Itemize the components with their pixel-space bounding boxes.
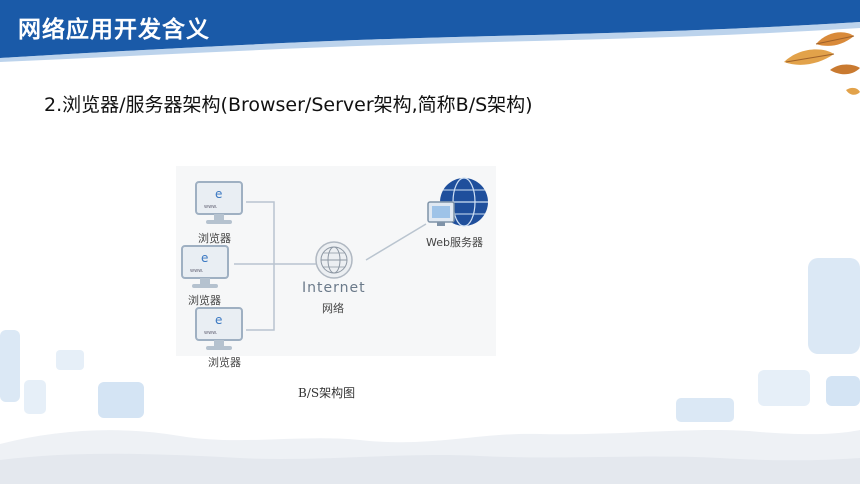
connector-bracket (246, 201, 275, 331)
svg-text:www.: www. (204, 330, 218, 336)
svg-text:e: e (215, 313, 222, 327)
svg-text:www.: www. (190, 268, 204, 274)
browser-computer-icon: e www. (195, 181, 243, 224)
svg-text:www.: www. (204, 204, 218, 210)
web-server-icon (427, 177, 488, 227)
bs-architecture-diagram: e www. 浏览器 e www. 浏览器 e www. 浏览器 (176, 166, 496, 369)
connector-server (365, 223, 427, 261)
svg-text:e: e (201, 251, 208, 265)
blue-squares-decoration-right (676, 258, 860, 422)
browser-label: 浏览器 (188, 294, 221, 307)
svg-text:e: e (215, 187, 222, 201)
browser-label: 浏览器 (208, 356, 241, 369)
internet-label: Internet (302, 280, 366, 296)
page-title: 网络应用开发含义 (18, 17, 210, 43)
browser-computer-icon: e www. (181, 245, 229, 288)
header-band (0, 0, 860, 62)
autumn-leaves-decoration (784, 32, 860, 95)
blue-squares-decoration-left (0, 330, 144, 418)
section-heading: 2.浏览器/服务器架构(Browser/Server架构,简称B/S架构) (44, 94, 533, 116)
internet-globe-icon (315, 241, 353, 279)
web-server-label: Web服务器 (426, 236, 483, 249)
network-label: 网络 (322, 302, 344, 315)
background-mountains-decoration (0, 430, 860, 484)
browser-label: 浏览器 (198, 232, 231, 245)
diagram-caption: B/S架构图 (298, 386, 356, 400)
browser-computer-icon: e www. (195, 307, 243, 350)
